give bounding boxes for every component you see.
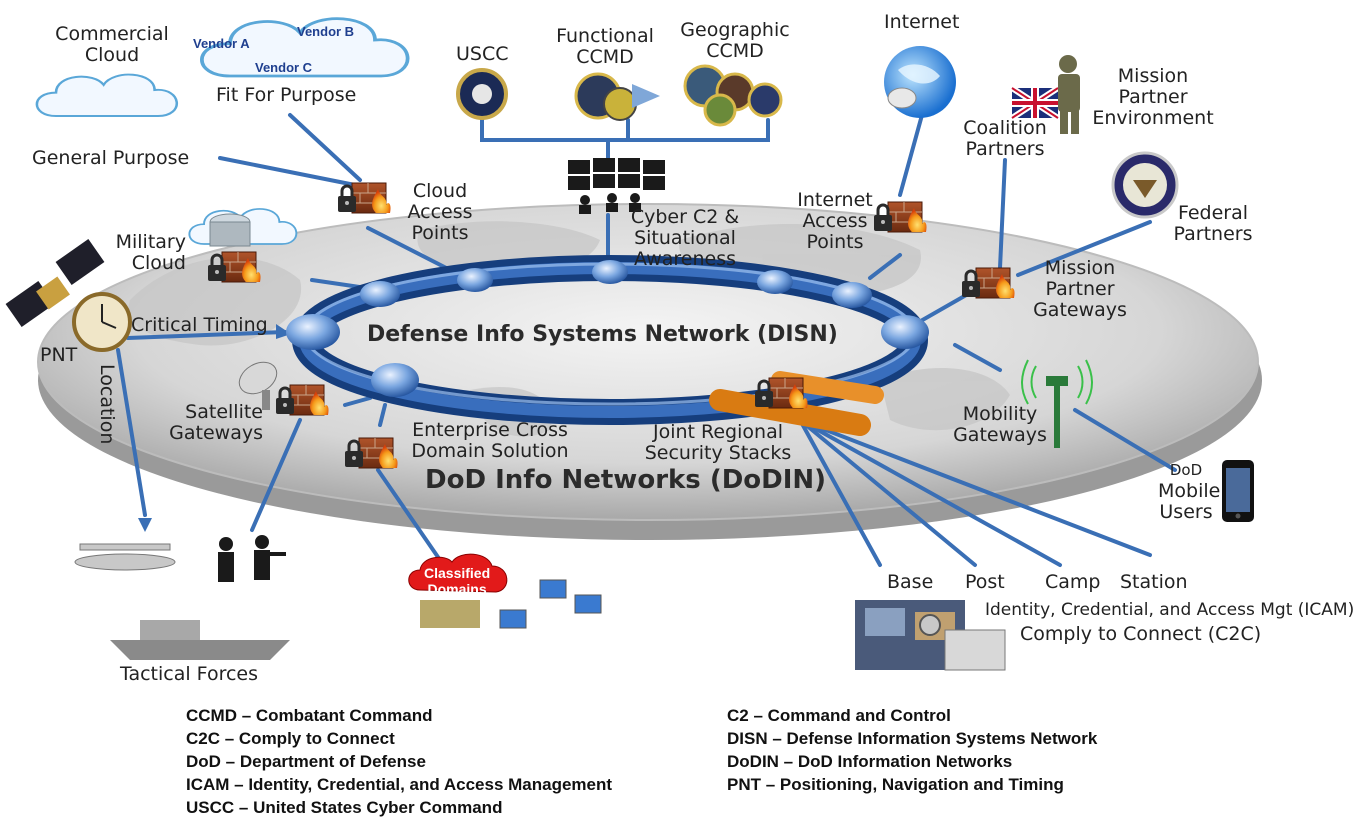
seal-icon (683, 64, 783, 127)
smartphone-icon (1222, 460, 1254, 522)
firewall-lock-icon (960, 266, 1017, 300)
firewall-lock-icon (206, 250, 263, 284)
seal-icon (574, 72, 660, 121)
monitor-icon (499, 579, 602, 629)
glossary-item: C2 – Command and Control (727, 706, 951, 725)
satellite-icon (5, 239, 105, 327)
general-purpose-label: General Purpose (32, 147, 190, 169)
internet-label: Internet (884, 11, 960, 33)
glossary-right: C2 – Command and Control DISN – Defense … (727, 704, 1097, 796)
firewall-lock-icon (274, 383, 331, 417)
glossary-left: CCMD – Combatant Command C2C – Comply to… (186, 704, 612, 819)
station-label: Station (1120, 571, 1188, 593)
glossary-item: USCC – United States Cyber Command (186, 798, 503, 817)
critical-timing-label: Critical Timing (131, 314, 268, 336)
tactical-forces-label: Tactical Forces (120, 663, 258, 685)
clock-icon (72, 292, 132, 352)
seal-icon (1111, 151, 1179, 219)
antenna-tower-icon (1021, 359, 1093, 448)
firewall-lock-icon (336, 181, 393, 215)
c2c-label: Comply to Connect (C2C) (1020, 623, 1262, 645)
cloud-icon (35, 73, 179, 118)
icam-label: Identity, Credential, and Access Mgt (IC… (985, 600, 1355, 620)
firewall-lock-icon (872, 200, 929, 234)
workstation-icon (420, 600, 480, 628)
glossary-item: CCMD – Combatant Command (186, 706, 433, 725)
pnt-label: PNT (40, 344, 78, 366)
vendor-c-label: Vendor C (255, 60, 313, 75)
base-label: Base (887, 571, 934, 593)
firewall-lock-icon (343, 436, 400, 470)
uscc-label: USCC (456, 43, 509, 65)
dodin-title: DoD Info Networks (DoDIN) (425, 465, 827, 495)
fit-for-purpose-label: Fit For Purpose (216, 84, 357, 106)
drone-icon (74, 543, 176, 571)
glossary-item: DISN – Defense Information Systems Netwo… (727, 729, 1098, 748)
icam-photo-icon (855, 600, 1006, 671)
ship-icon (110, 620, 290, 660)
seal-icon (456, 68, 508, 120)
ring-nodes (286, 260, 929, 397)
vendor-b-label: Vendor B (297, 24, 355, 39)
soldier-icon (1058, 55, 1080, 134)
glossary-item: ICAM – Identity, Credential, and Access … (186, 775, 613, 794)
monitor-icon (568, 158, 665, 214)
location-label: Location (96, 364, 118, 445)
satellite-dish-icon (238, 361, 278, 410)
classified-cloud-icon (408, 553, 508, 593)
glossary-item: C2C – Comply to Connect (186, 729, 395, 748)
link-lines (116, 113, 1177, 567)
glossary-item: DoDIN – DoD Information Networks (727, 752, 1013, 771)
flag-icon (1010, 85, 1060, 121)
glossary-item: DoD – Department of Defense (186, 752, 426, 771)
disn-title: Defense Info Systems Network (DISN) (367, 322, 838, 347)
glossary-item: PNT – Positioning, Navigation and Timing (727, 775, 1064, 794)
soldier-icon (218, 535, 286, 582)
vendor-a-label: Vendor A (193, 36, 250, 51)
post-label: Post (965, 571, 1005, 593)
firewall-lock-icon (753, 376, 810, 410)
globe-mouse-icon (884, 46, 956, 118)
camp-label: Camp (1045, 571, 1101, 593)
